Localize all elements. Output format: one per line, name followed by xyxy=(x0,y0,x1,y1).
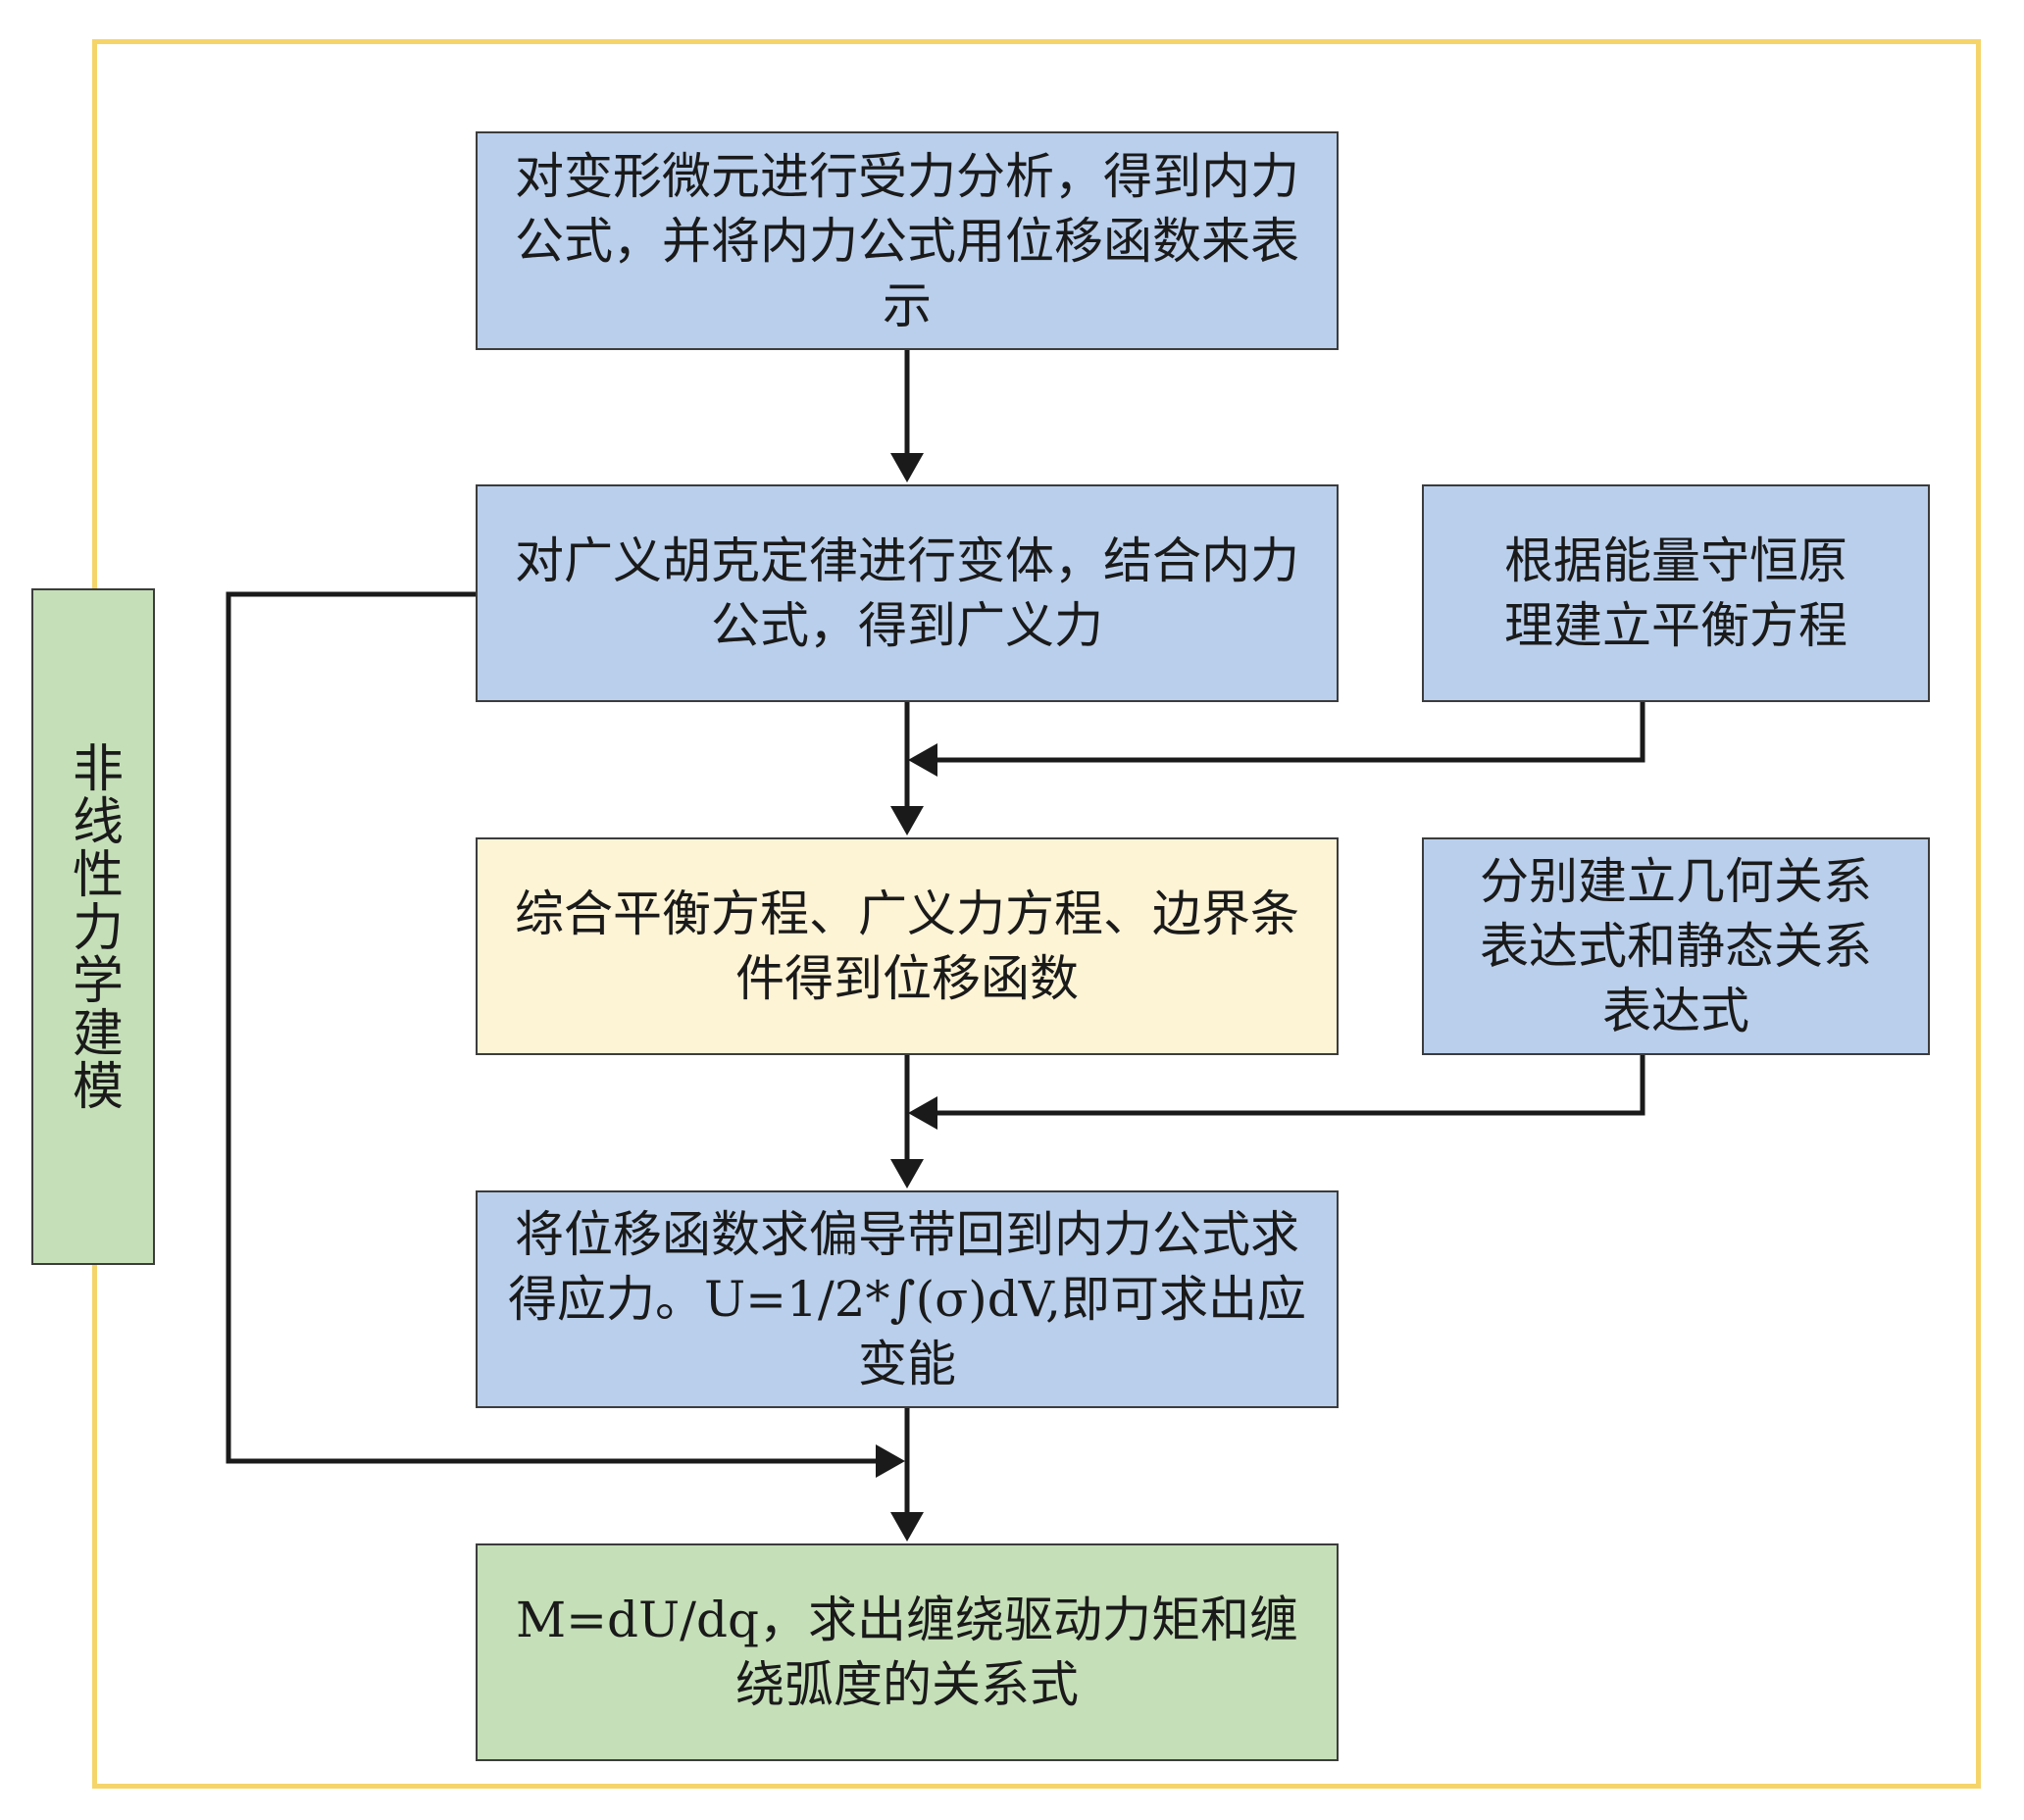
step5-box: M=dU/dq，求出缠绕驱动力矩和缠绕弧度的关系式 xyxy=(476,1543,1339,1761)
step5-text: M=dU/dq，求出缠绕驱动力矩和缠绕弧度的关系式 xyxy=(515,1592,1299,1713)
step1-box: 对变形微元进行受力分析，得到内力公式，并将内力公式用位移函数来表示 xyxy=(476,131,1339,350)
energy-box: 根据能量守恒原理建立平衡方程 xyxy=(1422,484,1930,702)
geometry-text: 分别建立几何关系表达式和静态关系表达式 xyxy=(1480,853,1872,1039)
arrow-energy-merge xyxy=(936,702,1645,763)
side-label-box: 非线性力学建模 xyxy=(31,588,155,1265)
step4-box: 将位移函数求偏导带回到内力公式求得应力。U=1/2*∫(σ)dV,即可求出应变能 xyxy=(476,1190,1339,1408)
arrow-step2-bypass xyxy=(226,591,876,1464)
arrowhead-step2-bypass xyxy=(876,1444,905,1478)
step4-text: 将位移函数求偏导带回到内力公式求得应力。U=1/2*∫(σ)dV,即可求出应变能 xyxy=(508,1206,1306,1392)
arrowhead-step2-step3 xyxy=(890,806,924,835)
step2-box: 对广义胡克定律进行变体，结合内力公式，得到广义力 xyxy=(476,484,1339,702)
geometry-box: 分别建立几何关系表达式和静态关系表达式 xyxy=(1422,837,1930,1055)
step3-text: 综合平衡方程、广义力方程、边界条件得到位移函数 xyxy=(515,885,1299,1007)
side-label-text: 非线性力学建模 xyxy=(63,741,123,1112)
arrowhead-energy-merge xyxy=(908,743,937,777)
energy-text: 根据能量守恒原理建立平衡方程 xyxy=(1504,532,1847,654)
step1-text: 对变形微元进行受力分析，得到内力公式，并将内力公式用位移函数来表示 xyxy=(515,147,1299,334)
arrowhead-step3-step4 xyxy=(890,1159,924,1188)
arrowhead-step4-step5 xyxy=(890,1512,924,1542)
arrowhead-geometry-merge xyxy=(908,1096,937,1130)
step2-text: 对广义胡克定律进行变体，结合内力公式，得到广义力 xyxy=(515,532,1299,654)
arrowhead-step1-step2 xyxy=(890,453,924,482)
arrow-geometry-merge xyxy=(936,1055,1645,1116)
step3-box: 综合平衡方程、广义力方程、边界条件得到位移函数 xyxy=(476,837,1339,1055)
